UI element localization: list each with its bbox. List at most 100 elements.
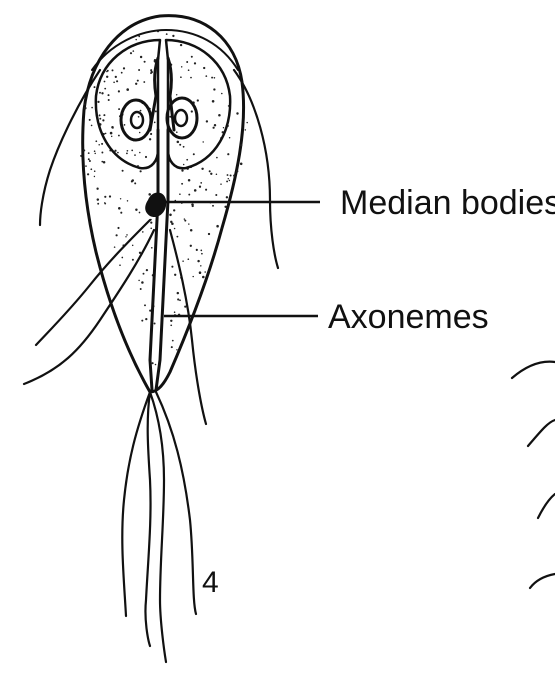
stipple-dot bbox=[193, 153, 195, 155]
stipple-dot bbox=[150, 227, 152, 229]
stipple-dot bbox=[226, 180, 228, 182]
stipple-dot bbox=[221, 93, 223, 95]
stipple-dot bbox=[107, 70, 109, 72]
stipple-dot bbox=[127, 150, 129, 152]
stipple-dot bbox=[202, 141, 203, 142]
stipple-dot bbox=[184, 220, 186, 222]
stipple-dot bbox=[103, 114, 105, 116]
stipple-dot bbox=[106, 76, 108, 78]
stipple-dot bbox=[216, 173, 218, 175]
stipple-dot bbox=[88, 152, 90, 154]
stipple-dot bbox=[98, 144, 100, 146]
stipple-dot bbox=[117, 152, 119, 154]
neighbor-figure-fragment bbox=[512, 362, 555, 588]
stipple-dot bbox=[229, 180, 230, 181]
stipple-dot bbox=[131, 150, 133, 152]
stipple-dot bbox=[183, 164, 185, 166]
stipple-dot bbox=[126, 88, 129, 91]
stipple-dot bbox=[188, 179, 191, 182]
stipple-dot bbox=[109, 195, 111, 197]
stipple-dot bbox=[181, 169, 183, 171]
stipple-dot bbox=[179, 144, 181, 146]
stipple-dot bbox=[96, 188, 98, 190]
stipple-dot bbox=[187, 258, 189, 260]
caudal-flagellum-4 bbox=[156, 392, 196, 614]
stipple-dot bbox=[103, 161, 106, 164]
stipple-dot bbox=[84, 107, 87, 110]
stipple-dot bbox=[97, 203, 99, 205]
stipple-dot bbox=[99, 92, 101, 94]
stipple-dot bbox=[139, 132, 141, 134]
stipple-dot bbox=[171, 346, 173, 348]
stipple-dot bbox=[201, 168, 203, 170]
stipple-dot bbox=[118, 90, 120, 92]
axostyle-upper bbox=[150, 58, 174, 130]
stipple-dot bbox=[105, 133, 107, 135]
stipple-dot bbox=[135, 83, 137, 85]
stipple-dot bbox=[227, 174, 229, 176]
stipple-dot bbox=[177, 292, 179, 294]
stipple-dot bbox=[91, 125, 93, 127]
stipple-dot bbox=[119, 264, 121, 266]
stipple-dot bbox=[122, 170, 124, 172]
stipple-dot bbox=[174, 228, 176, 230]
stipple-dot bbox=[200, 265, 201, 266]
stipple-dot bbox=[91, 107, 93, 109]
stipple-dot bbox=[223, 127, 224, 128]
stipple-dot bbox=[191, 56, 193, 58]
stipple-dot bbox=[94, 86, 96, 88]
stipple-dot bbox=[140, 56, 142, 58]
stipple-dot bbox=[118, 108, 120, 110]
stipple-dot bbox=[101, 143, 103, 145]
stipple-dot bbox=[150, 133, 152, 135]
stipple-dot bbox=[199, 271, 202, 274]
stipple-dot bbox=[118, 135, 120, 137]
stipple-dot bbox=[188, 223, 189, 224]
label-median-bodies: Median bodies bbox=[340, 184, 555, 222]
stipple-dot bbox=[123, 67, 125, 69]
stipple-dot bbox=[94, 150, 96, 152]
stipple-dot bbox=[240, 163, 243, 166]
stipple-dot bbox=[104, 203, 106, 205]
stipple-dot bbox=[205, 75, 207, 77]
stipple-dot bbox=[197, 260, 199, 262]
stipple-dot bbox=[101, 161, 103, 163]
stipple-dot bbox=[188, 69, 190, 71]
stipple-dot bbox=[166, 33, 168, 35]
stipple-dot bbox=[181, 66, 182, 67]
stipple-dot bbox=[97, 101, 99, 103]
stipple-dot bbox=[113, 81, 115, 83]
stipple-dot bbox=[83, 149, 85, 151]
stipple-dot bbox=[132, 50, 134, 52]
stipple-dot bbox=[204, 271, 206, 273]
stipple-dot bbox=[214, 124, 216, 126]
stipple-dot bbox=[141, 320, 143, 322]
stipple-dot bbox=[89, 160, 91, 162]
figure-number: 4 bbox=[202, 566, 219, 599]
stipple-dot bbox=[104, 196, 106, 198]
stipple-dot bbox=[183, 146, 185, 148]
stipple-dot bbox=[173, 209, 175, 211]
stipple-dot bbox=[212, 205, 214, 207]
stipple-dot bbox=[134, 154, 136, 156]
stipple-dot bbox=[202, 276, 205, 279]
stipple-dot bbox=[126, 234, 128, 236]
stipple-dot bbox=[151, 247, 153, 249]
stipple-dot bbox=[171, 222, 174, 225]
stipple-dot bbox=[228, 178, 229, 179]
stipple-dot bbox=[142, 231, 144, 233]
stipple-dot bbox=[191, 110, 193, 112]
stipple-dot bbox=[121, 257, 123, 259]
stipple-dot bbox=[226, 196, 228, 198]
stipple-dot bbox=[196, 249, 198, 251]
stipple-dot bbox=[213, 88, 215, 90]
median-bodies bbox=[145, 193, 166, 218]
stipple-dot bbox=[97, 198, 99, 200]
stipple-dot bbox=[121, 72, 123, 74]
stipple-dot bbox=[135, 208, 137, 210]
stipple-dot bbox=[138, 69, 140, 71]
stipple-dot bbox=[224, 206, 226, 208]
stipple-dot bbox=[135, 39, 136, 40]
stipple-dot bbox=[220, 183, 222, 185]
stipple-dot bbox=[141, 281, 144, 284]
